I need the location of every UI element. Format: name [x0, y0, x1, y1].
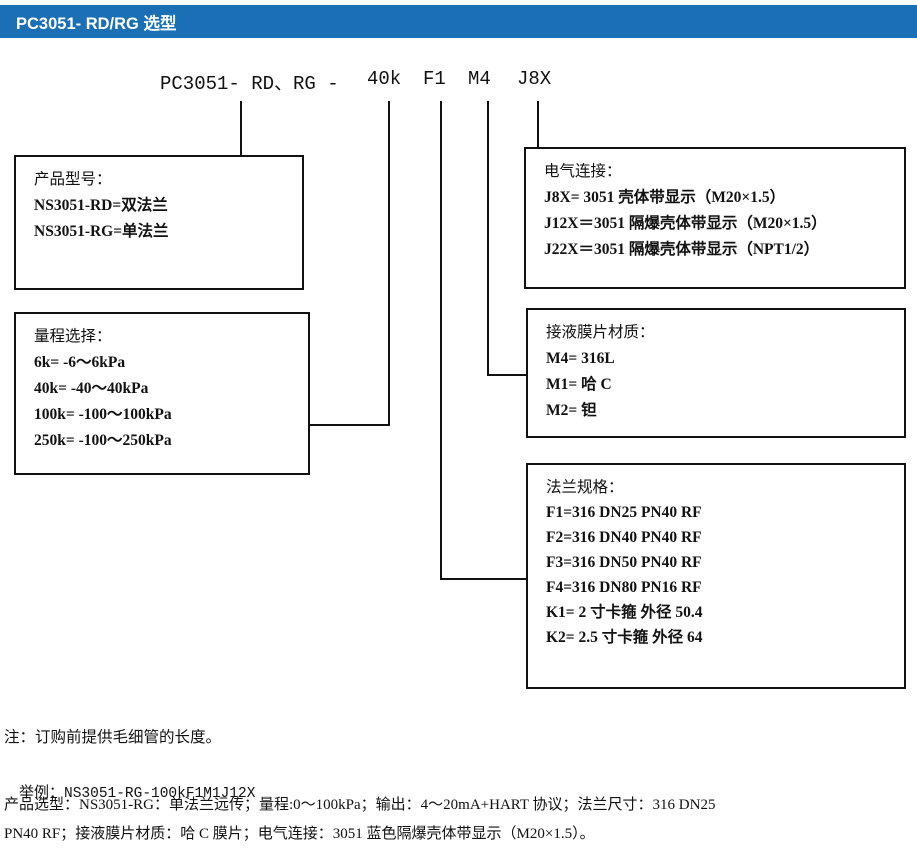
box-flange-spec: 法兰规格： F1=316 DN25 PN40 RF F2=316 DN40 PN… [526, 463, 906, 689]
box-diaphragm-material-item-1: M1= 哈 C [546, 376, 612, 393]
connector-flange-vertical [440, 101, 442, 580]
box-range-selection-item-3: 250k= -100～250kPa [34, 432, 172, 449]
footer-example-label: 举例： [19, 785, 65, 801]
box-flange-spec-item-3: F4=316 DN80 PN16 RF [546, 579, 702, 596]
box-product-model-title: 产品型号： [34, 171, 112, 188]
footer-note: 注：订购前提供毛细管的长度。 [4, 729, 222, 746]
footer-example-code: NS3051-RG-100kF1M1J12X [64, 786, 256, 802]
box-diaphragm-material: 接液膜片材质： M4= 316L M1= 哈 C M2= 钽 [526, 308, 906, 438]
box-electrical-connection-item-2: J22X＝3051 隔爆壳体带显示（NPT1/2） [544, 241, 820, 258]
connector-electrical-vertical [537, 101, 539, 149]
connector-diaphragm-horizontal [487, 374, 528, 376]
box-electrical-connection-item-1: J12X＝3051 隔爆壳体带显示（M20×1.5） [544, 215, 827, 232]
box-flange-spec-item-2: F3=316 DN50 PN40 RF [546, 554, 702, 571]
footer-example-row: 举例：NS3051-RG-100kF1M1J12X [4, 764, 255, 819]
part-number-row: PC3051- RD、RG - 40k F1 M4 J8X [0, 68, 917, 98]
page-title: PC3051- RD/RG 选型 [16, 14, 177, 33]
box-product-model: 产品型号： NS3051-RD=双法兰 NS3051-RG=单法兰 [14, 155, 304, 290]
connector-model-vertical [240, 101, 242, 157]
box-flange-spec-item-1: F2=316 DN40 PN40 RF [546, 529, 702, 546]
box-range-selection-title: 量程选择： [34, 328, 112, 345]
connector-range-vertical [388, 101, 390, 426]
box-diaphragm-material-title: 接液膜片材质： [546, 324, 655, 341]
box-range-selection-item-2: 100k= -100～100kPa [34, 406, 172, 423]
code-segment-electrical: J8X [517, 68, 552, 90]
connector-diaphragm-vertical [487, 101, 489, 376]
footer-selection-line-1: 产品选型：NS3051-RG：单法兰远传；量程:0～100kPa；输出：4～20… [4, 797, 716, 813]
page-title-bar: PC3051- RD/RG 选型 [0, 5, 917, 38]
box-electrical-connection-item-0: J8X= 3051 壳体带显示（M20×1.5） [544, 189, 786, 206]
code-segment-flange: F1 [423, 68, 446, 90]
box-flange-spec-item-4: K1= 2 寸卡箍 外径 50.4 [546, 604, 703, 621]
connector-range-horizontal [310, 424, 390, 426]
code-segment-range: 40k [367, 68, 402, 90]
box-range-selection: 量程选择： 6k= -6～6kPa 40k= -40～40kPa 100k= -… [14, 312, 310, 475]
box-flange-spec-item-0: F1=316 DN25 PN40 RF [546, 504, 702, 521]
box-product-model-item-0: NS3051-RD=双法兰 [34, 197, 168, 214]
footer-selection-line-2: PN40 RF；接液膜片材质：哈 C 膜片；电气连接：3051 蓝色隔爆壳体带显… [4, 826, 595, 842]
box-diaphragm-material-item-2: M2= 钽 [546, 402, 597, 419]
box-diaphragm-material-item-0: M4= 316L [546, 350, 615, 367]
connector-flange-horizontal [440, 578, 528, 580]
box-flange-spec-title: 法兰规格： [546, 479, 624, 496]
box-electrical-connection: 电气连接： J8X= 3051 壳体带显示（M20×1.5） J12X＝3051… [524, 147, 906, 289]
code-segment-diaphragm: M4 [468, 68, 491, 90]
box-product-model-item-1: NS3051-RG=单法兰 [34, 223, 169, 240]
box-range-selection-item-0: 6k= -6～6kPa [34, 354, 126, 371]
box-flange-spec-item-5: K2= 2.5 寸卡箍 外径 64 [546, 629, 703, 646]
box-range-selection-item-1: 40k= -40～40kPa [34, 380, 149, 397]
box-electrical-connection-title: 电气连接： [544, 163, 622, 180]
code-segment-model: PC3051- RD、RG - [160, 73, 339, 95]
